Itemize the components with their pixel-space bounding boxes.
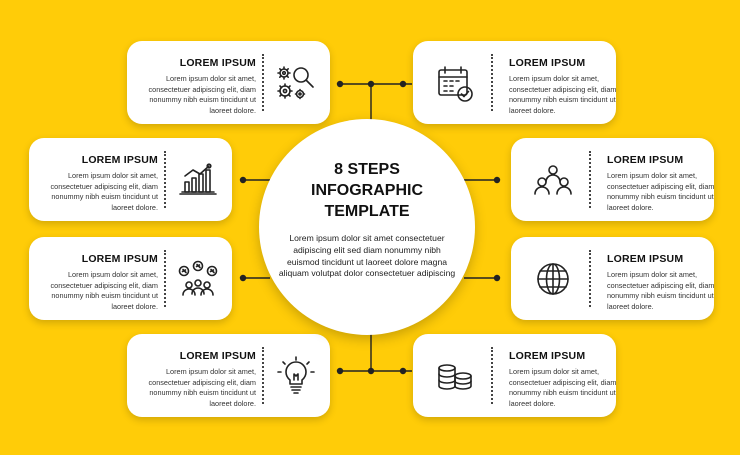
dotted-divider bbox=[589, 250, 591, 307]
dotted-divider bbox=[262, 54, 264, 111]
step-card-3: LOREM IPSUM Lorem ipsum dolor sit amet, … bbox=[29, 138, 232, 221]
team-group-icon bbox=[531, 158, 575, 202]
step-card-1: LOREM IPSUM Lorem ipsum dolor sit amet, … bbox=[127, 41, 330, 124]
center-circle: 8 STEPS INFOGRAPHIC TEMPLATE Lorem ipsum… bbox=[259, 119, 475, 335]
step-body: Lorem ipsum dolor sit amet, consectetuer… bbox=[509, 74, 617, 115]
social-network-icon bbox=[176, 257, 220, 301]
step-title: LOREM IPSUM bbox=[607, 253, 684, 265]
step-title: LOREM IPSUM bbox=[509, 350, 586, 362]
step-card-2: LOREM IPSUM Lorem ipsum dolor sit amet, … bbox=[413, 41, 616, 124]
center-title: 8 STEPS INFOGRAPHIC TEMPLATE bbox=[311, 161, 423, 220]
step-body: Lorem ipsum dolor sit amet, consectetuer… bbox=[50, 270, 158, 311]
dotted-divider bbox=[262, 347, 264, 404]
step-body: Lorem ipsum dolor sit amet, consectetuer… bbox=[148, 74, 256, 115]
step-title: LOREM IPSUM bbox=[81, 253, 158, 265]
dotted-divider bbox=[589, 151, 591, 208]
step-body: Lorem ipsum dolor sit amet, consectetuer… bbox=[607, 270, 715, 311]
step-body: Lorem ipsum dolor sit amet, consectetuer… bbox=[50, 171, 158, 212]
step-card-5: LOREM IPSUM Lorem ipsum dolor sit amet, … bbox=[29, 237, 232, 320]
step-body: Lorem ipsum dolor sit amet, consectetuer… bbox=[148, 367, 256, 408]
step-title: LOREM IPSUM bbox=[179, 350, 256, 362]
dotted-divider bbox=[164, 250, 166, 307]
dotted-divider bbox=[164, 151, 166, 208]
step-title: LOREM IPSUM bbox=[607, 154, 684, 166]
step-title: LOREM IPSUM bbox=[81, 154, 158, 166]
step-title: LOREM IPSUM bbox=[509, 57, 586, 69]
coins-icon bbox=[433, 354, 477, 398]
dotted-divider bbox=[491, 54, 493, 111]
step-title: LOREM IPSUM bbox=[179, 57, 256, 69]
dotted-divider bbox=[491, 347, 493, 404]
calendar-check-icon bbox=[433, 61, 477, 105]
lightbulb-icon bbox=[274, 354, 318, 398]
center-body: Lorem ipsum dolor sit amet consectetuer … bbox=[278, 233, 456, 279]
gears-search-icon bbox=[274, 61, 318, 105]
globe-icon bbox=[531, 257, 575, 301]
step-card-8: LOREM IPSUM Lorem ipsum dolor sit amet, … bbox=[413, 334, 616, 417]
step-body: Lorem ipsum dolor sit amet, consectetuer… bbox=[607, 171, 715, 212]
step-card-6: LOREM IPSUM Lorem ipsum dolor sit amet, … bbox=[511, 237, 714, 320]
step-card-4: LOREM IPSUM Lorem ipsum dolor sit amet, … bbox=[511, 138, 714, 221]
step-card-7: LOREM IPSUM Lorem ipsum dolor sit amet, … bbox=[127, 334, 330, 417]
step-body: Lorem ipsum dolor sit amet, consectetuer… bbox=[509, 367, 617, 408]
growth-chart-icon bbox=[176, 158, 220, 202]
